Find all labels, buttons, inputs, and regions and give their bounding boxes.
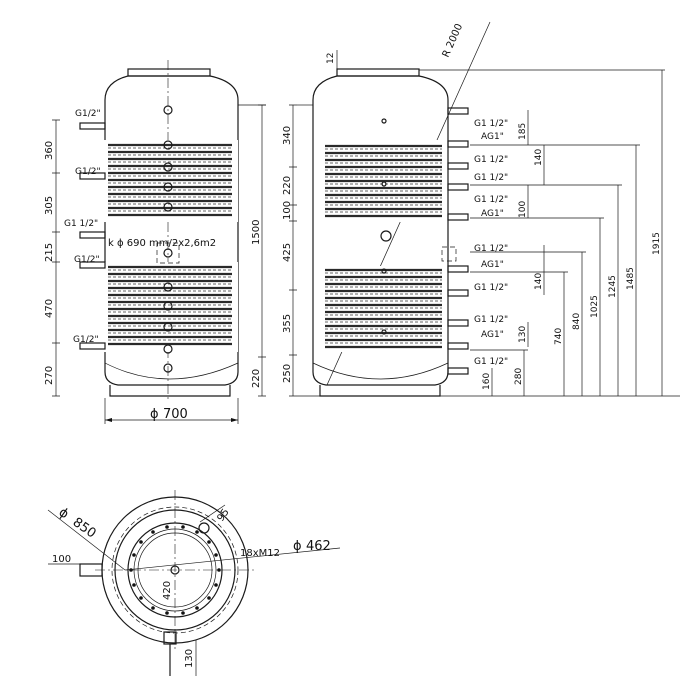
front-left-dim-2: 305 — [44, 196, 55, 215]
front-base — [109, 385, 231, 397]
top-outer-diameter: 850 — [70, 515, 99, 542]
top-bottom-dim: 130 — [184, 649, 195, 668]
side-height-7: 1485 — [626, 267, 636, 290]
side-height-5: 1025 — [590, 295, 600, 318]
side-height-3: 740 — [554, 328, 564, 345]
side-space-dim-3: 100 — [518, 201, 528, 218]
top-outer-diameter-symbol: ϕ — [56, 505, 72, 522]
side-space-dim-1: 185 — [518, 123, 528, 140]
side-left-dim-3: 100 — [282, 201, 293, 220]
side-label-1: G1 1/2" — [474, 119, 508, 129]
front-diameter-symbol: ϕ — [150, 407, 159, 422]
side-lower-coil — [319, 266, 447, 352]
side-upper-coil — [319, 140, 447, 222]
top-bolt-holes — [129, 525, 221, 615]
side-label-11: AG1" — [481, 330, 504, 340]
side-height-4: 840 — [572, 313, 582, 330]
front-right-dim-2: 220 — [251, 369, 262, 388]
front-center-ports — [163, 105, 173, 373]
side-tank-body — [312, 75, 449, 386]
side-left-dim-6: 250 — [282, 364, 293, 383]
side-label-6: AG1" — [481, 209, 504, 219]
front-right-dim-1: 1500 — [251, 220, 262, 245]
front-left-dim-4: 470 — [44, 299, 55, 318]
side-label-8: AG1" — [481, 260, 504, 270]
side-left-dim-1: 340 — [282, 126, 293, 145]
side-label-7: G1 1/2" — [474, 244, 508, 254]
front-view: ϕ 700 k ϕ 690 mm/2x2,6m2 G1/2" G1/2" G1 … — [44, 60, 266, 424]
side-top-dim: 12 — [326, 53, 336, 64]
front-left-dim-1: 360 — [44, 141, 55, 160]
side-label-10: G1 1/2" — [474, 315, 508, 325]
top-inner-dim: 420 — [162, 581, 173, 600]
side-height-2: 280 — [514, 368, 524, 385]
side-space-dim-5: 130 — [518, 326, 528, 343]
side-right-nozzles — [447, 107, 469, 375]
front-top-flange — [127, 68, 211, 77]
front-diameter-value: 700 — [163, 407, 188, 422]
front-left-nozzles — [79, 122, 106, 350]
front-tank-body — [104, 75, 239, 386]
top-view: ϕ 850 ϕ 462 18xM12 420 95 100 130 — [47, 490, 341, 676]
side-left-dim-4: 425 — [282, 243, 293, 262]
front-left-label-3: G1 1/2" — [64, 219, 98, 229]
front-left-label-5: G1/2" — [73, 335, 99, 345]
front-left-dim-3: 215 — [44, 243, 55, 262]
side-label-4: G1 1/2" — [474, 173, 508, 183]
side-label-12: G1 1/2" — [474, 357, 508, 367]
side-label-3: G1 1/2" — [474, 155, 508, 165]
front-left-label-2: G1/2" — [75, 167, 101, 177]
side-label-2: AG1" — [481, 132, 504, 142]
side-height-8: 1915 — [652, 232, 662, 255]
side-view: 12 R 2000 340 220 100 425 355 250 G1 1/2… — [282, 21, 680, 397]
top-flange-symbol: ϕ — [293, 539, 302, 554]
front-flange-box — [156, 242, 180, 264]
side-left-dim-2: 220 — [282, 176, 293, 195]
front-left-label-1: G1/2" — [75, 109, 101, 119]
top-flange-dia: 462 — [306, 539, 331, 554]
side-label-5: G1 1/2" — [474, 195, 508, 205]
side-height-6: 1245 — [608, 275, 618, 298]
side-space-dim-2: 140 — [534, 149, 544, 166]
front-bottom-curve — [104, 362, 239, 380]
top-left-dim: 100 — [52, 554, 71, 565]
front-coil-note: k ϕ 690 mm/2x2,6m2 — [108, 238, 216, 249]
side-left-dim-5: 355 — [282, 314, 293, 333]
front-left-label-4: G1/2" — [74, 255, 100, 265]
top-bolts: 18xM12 — [240, 548, 280, 559]
side-space-dim-4: 140 — [534, 273, 544, 290]
side-height-1: 160 — [482, 373, 492, 390]
side-label-9: G1 1/2" — [474, 283, 508, 293]
side-radius: R 2000 — [441, 22, 466, 59]
front-left-dim-5: 270 — [44, 366, 55, 385]
front-lower-coil — [104, 262, 238, 352]
